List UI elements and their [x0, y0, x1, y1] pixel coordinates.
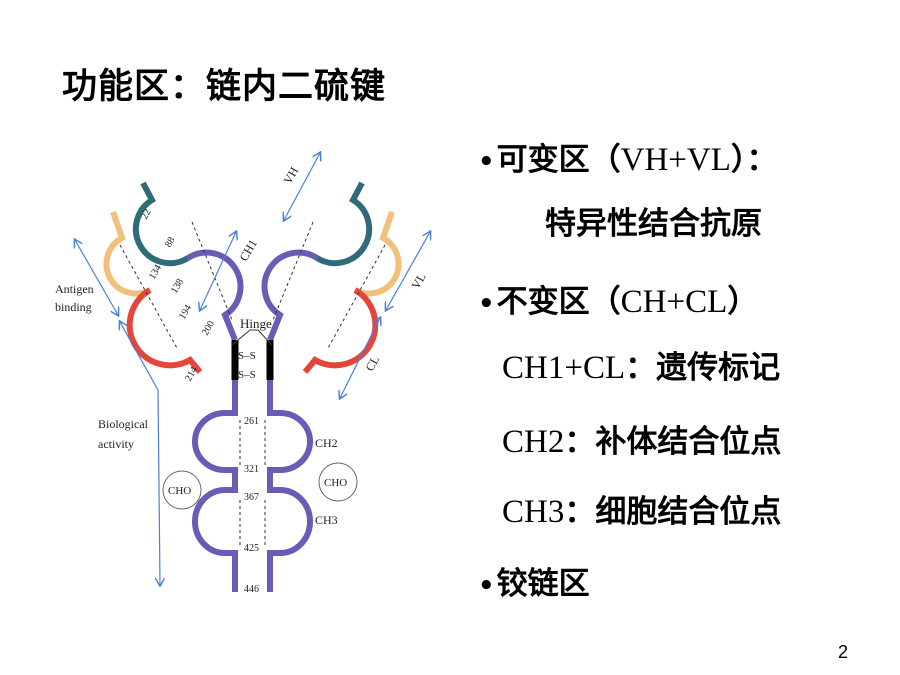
hinge-label: Hinge — [240, 316, 272, 331]
residue-label: 88 — [163, 235, 178, 249]
bullet-hinge-region: •铰链区 — [478, 566, 590, 602]
ch2-desc: CH2：补体结合位点 — [502, 424, 782, 460]
residue-label: 446 — [244, 584, 259, 595]
cl-domain — [126, 287, 203, 374]
biological-activity-label-2: activity — [98, 437, 134, 451]
ch1-cl-desc: CH1+CL：遗传标记 — [502, 350, 781, 386]
residue-label: 194 — [177, 303, 194, 321]
slide-title: 功能区：链内二硫键 — [62, 67, 387, 107]
biological-activity-label: Biological — [98, 417, 149, 431]
residue-label: 425 — [244, 543, 259, 554]
residue-label: 134 — [147, 263, 164, 281]
residue-label: 138 — [169, 277, 186, 295]
residue-label: 261 — [244, 416, 259, 427]
bullet-constant-region: •不变区（CH+CL） — [478, 284, 759, 320]
ch1-label: CH1 — [236, 237, 259, 264]
antigen-binding-label: Antigen — [55, 282, 94, 296]
residue-label: 321 — [244, 464, 259, 475]
residue-label: 367 — [244, 492, 259, 503]
residue-label: 200 — [200, 319, 217, 337]
ch2-label: CH2 — [315, 436, 338, 450]
cho-label-right: CHO — [324, 477, 347, 489]
cho-label-left: CHO — [168, 485, 191, 497]
residue-label: 22 — [139, 207, 154, 221]
ch3-label: CH3 — [315, 513, 338, 527]
antigen-binding-label-2: binding — [55, 300, 92, 314]
ch3-desc: CH3：细胞结合位点 — [502, 494, 782, 530]
vl-label: VL — [408, 271, 428, 292]
cl-label: CL — [362, 353, 382, 373]
page-number: 2 — [837, 642, 848, 662]
bullet-variable-region: •可变区（VH+VL）： — [478, 142, 778, 178]
vh-label: VH — [280, 164, 301, 186]
vh-domain — [132, 181, 190, 267]
fc-chains — [192, 380, 313, 592]
variable-region-desc: 特异性结合抗原 — [545, 206, 762, 242]
ss-bond-2: S–S — [238, 369, 256, 381]
ss-bond-1: S–S — [238, 350, 256, 362]
